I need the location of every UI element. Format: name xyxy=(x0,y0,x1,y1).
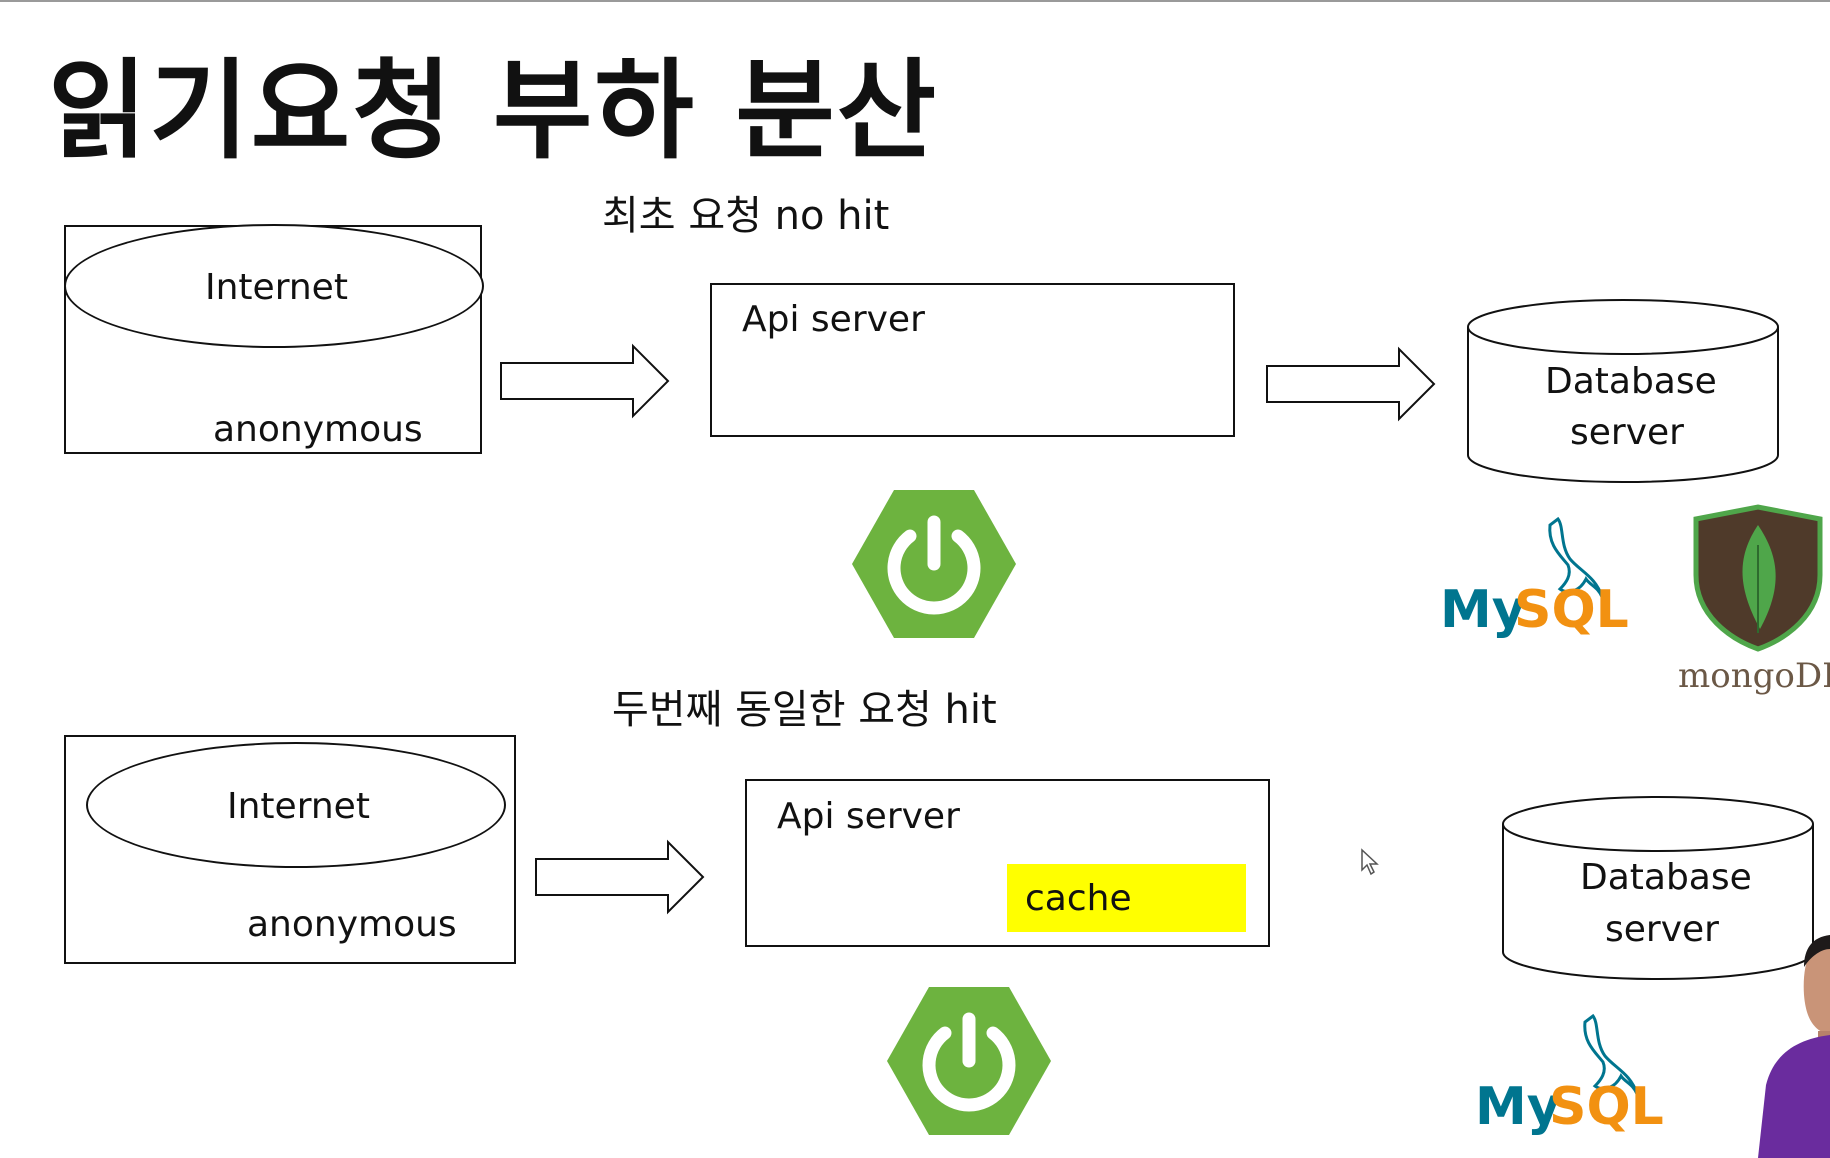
scenario1-internet-ellipse xyxy=(64,224,484,348)
mouse-cursor-icon xyxy=(1361,848,1379,876)
scenario2-api-server-label: Api server xyxy=(777,796,960,837)
spring-boot-icon-2 xyxy=(887,987,1051,1135)
scenario2-internet-label: Internet xyxy=(227,786,370,827)
mongodb-logo-text: mongoDB xyxy=(1678,656,1830,696)
scenario2-db-label-1: Database xyxy=(1580,857,1752,898)
mysql-my-text-2: My xyxy=(1475,1077,1561,1137)
scenario2-database-cylinder xyxy=(1502,796,1814,980)
scenario2-arrow-to-api-icon xyxy=(535,839,705,915)
scenario1-db-label-2: server xyxy=(1570,412,1684,453)
scenario1-api-server-box xyxy=(710,283,1235,437)
mysql-my-text: My xyxy=(1440,580,1526,640)
scenario1-anonymous-label: anonymous xyxy=(213,409,423,450)
spring-boot-icon xyxy=(852,490,1016,638)
slide-title: 읽기요청 부하 분산 xyxy=(48,49,939,174)
scenario2-anonymous-label: anonymous xyxy=(247,904,457,945)
mysql-sql-text-2: SQL xyxy=(1549,1077,1664,1137)
scenario1-db-label-1: Database xyxy=(1545,361,1717,402)
scenario1-arrow-to-db-icon xyxy=(1266,346,1436,422)
scenario2-db-label-2: server xyxy=(1605,909,1719,950)
mysql-logo: My SQL xyxy=(1440,516,1629,640)
scenario1-api-server-label: Api server xyxy=(742,299,925,340)
mysql-logo-2: My SQL xyxy=(1475,1013,1664,1137)
scenario2-internet-ellipse xyxy=(86,742,506,868)
mongodb-logo xyxy=(1693,504,1823,652)
mysql-sql-text: SQL xyxy=(1514,580,1629,640)
top-border xyxy=(0,0,1830,2)
cache-box: cache xyxy=(1007,864,1246,932)
scenario2-caption: 두번째 동일한 요청 hit xyxy=(612,687,997,733)
scenario1-internet-label: Internet xyxy=(205,267,348,308)
scenario1-database-cylinder xyxy=(1467,299,1779,483)
scenario1-arrow-to-api-icon xyxy=(500,343,670,419)
scenario1-caption: 최초 요청 no hit xyxy=(602,193,890,239)
presenter-webcam xyxy=(1758,935,1830,1158)
